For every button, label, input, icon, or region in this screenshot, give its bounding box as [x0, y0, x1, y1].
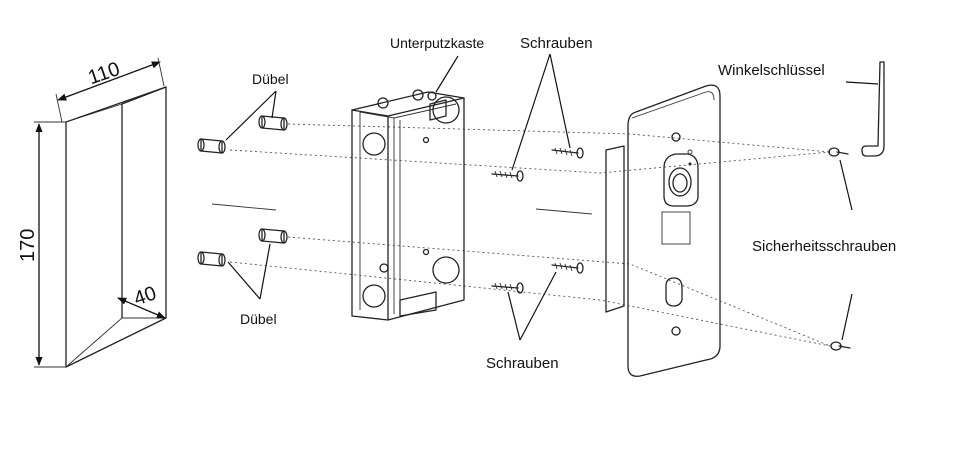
- schrauben-top-leader: [511, 53, 571, 171]
- duebel-top-leader: [225, 90, 277, 141]
- duebel-bottom-label: Dübel: [240, 311, 277, 327]
- assembly-guide-lines: [211, 123, 831, 347]
- screw-2: [491, 170, 524, 182]
- winkelschluessel-leader: [845, 81, 879, 85]
- winkelschluessel-label: Winkelschlüssel: [718, 62, 825, 79]
- security-screw-top: [828, 147, 849, 157]
- unterputzkaste-label: Unterputzkaste: [390, 35, 484, 51]
- schrauben-bottom-leader: [507, 271, 557, 341]
- screw-4: [491, 282, 524, 294]
- dimension-height-label: 170: [17, 229, 39, 262]
- flush-mount-box: [351, 89, 465, 321]
- wall-plug-top-right: [258, 115, 288, 131]
- dimension-depth-label: 40: [131, 282, 159, 310]
- door-station-front-panel: [605, 84, 721, 377]
- wall-plug-top-left: [197, 138, 226, 154]
- unterputzkaste-leader: [435, 55, 459, 93]
- schrauben-top-label: Schrauben: [520, 35, 593, 52]
- screw-1: [551, 147, 584, 159]
- schrauben-bottom-label: Schrauben: [486, 355, 559, 372]
- dimension-frame: [34, 57, 167, 368]
- wall-plug-bottom-left: [197, 251, 226, 267]
- screw-3: [551, 262, 584, 274]
- sicherheitsschrauben-label: Sicherheitsschrauben: [752, 238, 896, 255]
- security-screw-bottom: [830, 341, 851, 351]
- angle-key-icon: [861, 61, 885, 157]
- sicherheitsschrauben-leader: [839, 159, 853, 341]
- wall-plug-bottom-right: [258, 228, 288, 244]
- duebel-bottom-leader: [227, 243, 271, 300]
- dimension-width-label: 110: [85, 58, 122, 89]
- duebel-top-label: Dübel: [252, 71, 289, 87]
